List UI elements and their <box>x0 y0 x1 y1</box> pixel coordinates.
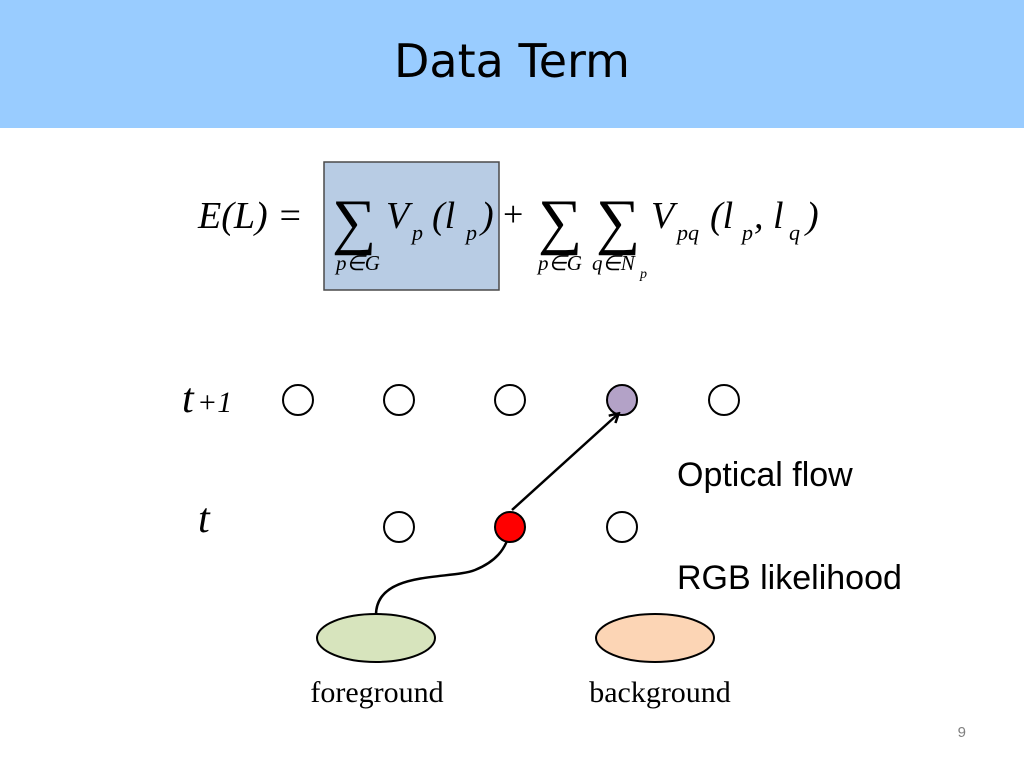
unary-potential-subscript: p <box>410 220 423 245</box>
unary-arg-close: ) <box>479 195 494 237</box>
pairwise-potential: V <box>651 195 678 237</box>
title-bar <box>0 0 1024 128</box>
pairwise-arg-close: ) <box>804 195 819 237</box>
pixel-node <box>383 511 415 543</box>
foreground-label: foreground <box>310 676 443 709</box>
summation-symbol-3: ∑ <box>596 188 640 256</box>
rgb-likelihood-connector <box>374 540 509 616</box>
background-model-ellipse <box>595 613 715 663</box>
pixel-node <box>708 384 740 416</box>
pixel-node <box>383 384 415 416</box>
pixel-node <box>282 384 314 416</box>
unary-arg-subscript: p <box>464 220 477 245</box>
optical-flow-target-node <box>606 384 638 416</box>
equation-lhs: E(L) = <box>197 195 303 237</box>
pairwise-arg-comma: , l <box>754 195 784 237</box>
current-pixel-node <box>494 511 526 543</box>
optical-flow-label: Optical flow <box>677 456 853 494</box>
pairwise-arg-subscript-1: p <box>740 220 753 245</box>
data-term-highlight-box <box>323 161 500 291</box>
unary-potential: V <box>386 195 413 237</box>
optical-flow-arrow <box>511 414 618 511</box>
summation-symbol: ∑ <box>332 188 376 256</box>
summation-symbol-2: ∑ <box>538 188 582 256</box>
pixel-node <box>606 511 638 543</box>
sum2-index: p∈G <box>536 251 582 275</box>
row-label-t-plus-1-suffix: +1 <box>197 386 232 419</box>
slide-title: Data Term <box>394 34 630 88</box>
foreground-model-ellipse <box>316 613 436 663</box>
pairwise-arg-open: (l <box>710 195 733 237</box>
energy-equation: E(L) = ∑ V p (l p ) p∈G + ∑ ∑ V pq (l p … <box>197 188 819 282</box>
plus-sign: + <box>503 194 523 234</box>
pixel-node <box>494 384 526 416</box>
row-label-t-plus-1: t <box>182 376 195 422</box>
page-number: 9 <box>957 724 966 741</box>
sum3-index: q∈N <box>592 251 636 275</box>
unary-arg-open: (l <box>432 195 455 237</box>
pairwise-arg-subscript-2: q <box>789 220 800 245</box>
row-label-t: t <box>198 496 211 542</box>
pairwise-potential-subscript: pq <box>675 220 699 245</box>
background-label: background <box>589 676 731 709</box>
rgb-likelihood-label: RGB likelihood <box>677 559 902 597</box>
sum1-index: p∈G <box>334 251 380 275</box>
sum3-index-subscript: p <box>639 267 647 282</box>
